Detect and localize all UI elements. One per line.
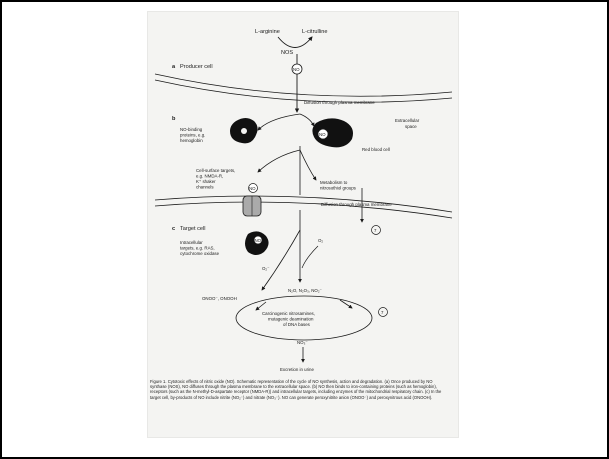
extracellular-space-label: Extracellular space — [395, 118, 420, 129]
reference-circle-2 — [378, 307, 388, 317]
figure-caption: Figure 1. Cytotoxic effects of nitric ox… — [150, 379, 442, 400]
o2-join-line — [301, 245, 319, 269]
reference-number-2: 7 — [381, 310, 384, 315]
to-surface-targets-arrow — [257, 149, 301, 173]
l-citrulline-label: L-citrulline — [302, 29, 328, 35]
to-peroxynitrite-arrow — [261, 229, 301, 291]
red-blood-cell-icon — [312, 118, 353, 148]
producer-membrane-outer — [154, 73, 453, 97]
no-label-top: NO — [293, 67, 300, 72]
to-metabolism-arrow — [299, 149, 317, 181]
producer-cell-label: Producer cell — [180, 64, 213, 70]
no-bound-icon — [317, 128, 329, 140]
no-label-intracellular: NO — [255, 238, 262, 243]
excretion-label: Excretion in urine — [280, 367, 314, 372]
reference-number-1: 7 — [374, 228, 377, 233]
section-b-label: b — [172, 116, 176, 122]
to-hemoglobin-arrow — [257, 113, 301, 131]
reference-circle-1 — [371, 225, 381, 235]
intracellular-targets-label: Intracellular targets, e.g. RAS, cytochr… — [180, 240, 220, 256]
nitrate-label: NO₃⁻ — [297, 340, 308, 345]
cycle-arrow-right — [339, 299, 353, 309]
diffusion-bottom-label: Diffusion through plasma membrane — [321, 202, 392, 207]
nos-label: NOS — [281, 50, 293, 56]
cycle-arrow-left — [255, 301, 267, 311]
target-membrane-inner — [154, 201, 453, 219]
cell-surface-targets-label: Cell-surface targets, e.g. NMDA-R, K⁺ sh… — [196, 168, 237, 190]
extracellular-line-1: Extracellular — [395, 118, 420, 123]
superoxide-label: O₂⁻ — [262, 266, 269, 271]
no-surface-icon — [248, 183, 258, 193]
red-blood-cell-label: Red blood cell — [362, 147, 390, 152]
no-intracellular-icon — [253, 235, 263, 245]
carcinogenic-label: Carcinogenic nitrosamines, mutagenic dea… — [262, 311, 316, 327]
l-arginine-label: L-arginine — [255, 29, 280, 35]
metabolism-label: Metabolism to nitrosothiol groups — [320, 180, 357, 191]
no-label-rbc: NO — [319, 132, 326, 137]
diffusion-top-label: Diffusion through plasma membrane — [304, 100, 375, 105]
o2-label: O₂ — [318, 238, 323, 243]
target-cell-label: Target cell — [180, 226, 206, 232]
to-rbc-arrow — [299, 113, 315, 127]
peroxynitrite-label: ONOO⁻, ONOOH — [202, 296, 237, 301]
target-membrane-outer — [154, 195, 453, 213]
no-label-surface: NO — [249, 186, 256, 191]
hemoglobin-binding-site — [241, 128, 247, 134]
no-binding-proteins-label: NO-binding proteins, e.g. hemoglobin — [180, 127, 207, 143]
extracellular-line-2: space — [405, 124, 417, 129]
producer-membrane-inner — [154, 79, 453, 103]
nos-reaction-arrow — [277, 36, 313, 48]
nitrogen-oxides-label: N₂O, N₂O₃, NO₂⁻ — [288, 288, 322, 293]
section-c-label: c — [172, 226, 175, 232]
section-a-label: a — [172, 64, 176, 70]
degradation-cycle — [235, 295, 373, 341]
